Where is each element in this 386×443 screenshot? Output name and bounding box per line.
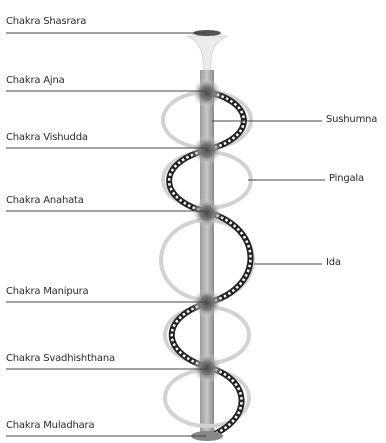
chakra-label-manipura: Chakra Manipura	[6, 286, 88, 297]
chakra-label-anahata: Chakra Anahata	[6, 195, 84, 206]
chakra-label-svadhishthana: Chakra Svadhishthana	[6, 353, 115, 364]
chakra-label-vishudda: Chakra Vishudda	[6, 132, 88, 143]
channel-label-pingala: Pingala	[329, 173, 364, 184]
chakra-label-muladhara: Chakra Muladhara	[6, 420, 94, 431]
crown-funnel	[186, 36, 228, 70]
chakra-label-shasrara: Chakra Shasrara	[6, 16, 86, 27]
chakra-leaders	[6, 33, 206, 436]
channel-label-ida: Ida	[326, 257, 341, 268]
chakra-label-ajna: Chakra Ajna	[6, 75, 65, 86]
channel-label-sushumna: Sushumna	[326, 114, 377, 125]
